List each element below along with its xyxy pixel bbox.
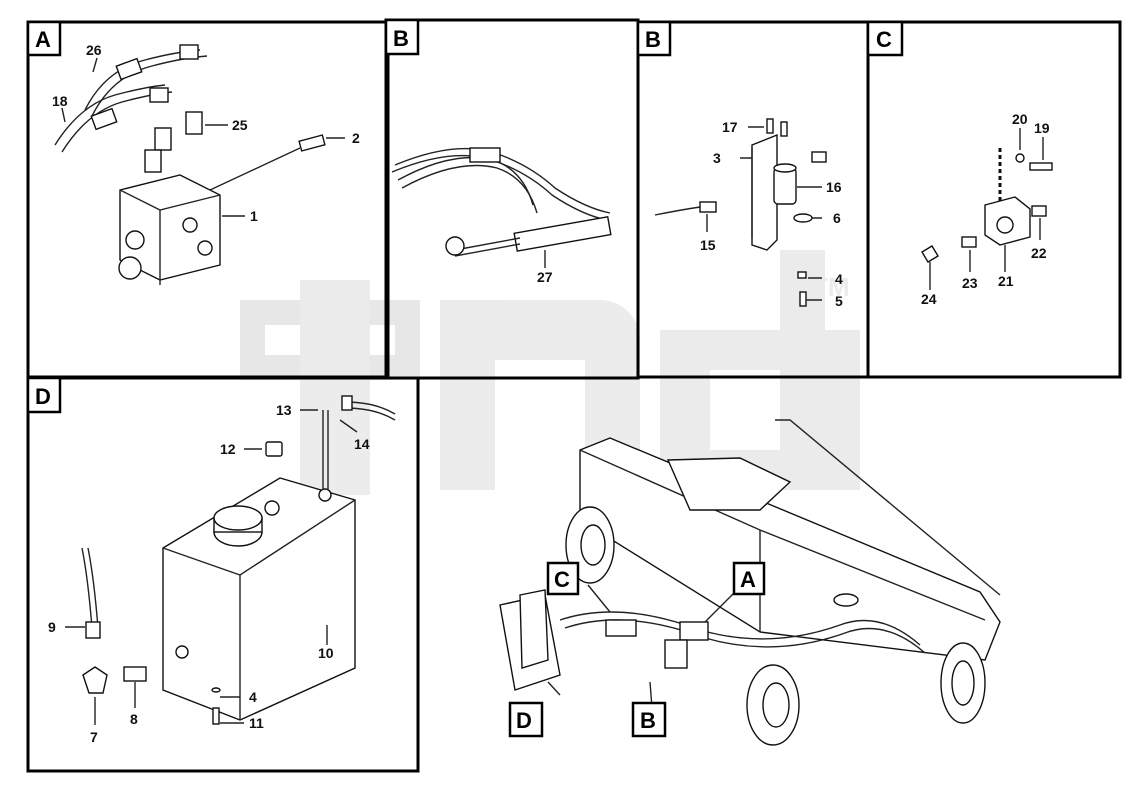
callout-17: 17 bbox=[722, 119, 738, 135]
chassis-overview: C A D B bbox=[499, 419, 1001, 746]
overview-tag-d: D bbox=[516, 708, 532, 733]
callout-10: 10 bbox=[318, 645, 334, 661]
watermark-tm: TM bbox=[812, 272, 850, 302]
callout-4-d: 4 bbox=[249, 689, 257, 705]
callout-13: 13 bbox=[276, 402, 292, 418]
callout-3: 3 bbox=[713, 150, 721, 166]
callout-27: 27 bbox=[537, 269, 553, 285]
callout-21: 21 bbox=[998, 273, 1014, 289]
watermark-logo: TM bbox=[240, 250, 860, 495]
callout-9: 9 bbox=[48, 619, 56, 635]
panel-c-tag: C bbox=[876, 27, 892, 52]
callout-25: 25 bbox=[232, 117, 248, 133]
callout-26: 26 bbox=[86, 42, 102, 58]
callout-15: 15 bbox=[700, 237, 716, 253]
panel-a-tag: A bbox=[35, 27, 51, 52]
callout-12: 12 bbox=[220, 441, 236, 457]
panel-d: D bbox=[26, 376, 420, 773]
callout-11: 11 bbox=[249, 715, 264, 731]
panel-b1-tag: B bbox=[393, 26, 409, 51]
panel-b2-tag: B bbox=[645, 27, 661, 52]
panel-b-filter: B bbox=[636, 20, 870, 379]
callout-4-b: 4 bbox=[835, 271, 843, 287]
callout-18: 18 bbox=[52, 93, 68, 109]
panel-a: A bbox=[26, 20, 390, 379]
overview-tag-b: B bbox=[640, 708, 656, 733]
callout-6: 6 bbox=[833, 210, 841, 226]
callout-8: 8 bbox=[130, 711, 138, 727]
callout-24: 24 bbox=[921, 291, 937, 307]
callout-1: 1 bbox=[250, 208, 258, 224]
overview-tag-c: C bbox=[554, 567, 570, 592]
callout-7: 7 bbox=[90, 729, 98, 745]
callout-20: 20 bbox=[1012, 111, 1028, 127]
overview-tag-a: A bbox=[740, 567, 756, 592]
callout-16: 16 bbox=[826, 179, 842, 195]
panel-d-tag: D bbox=[35, 384, 51, 409]
callout-5: 5 bbox=[835, 293, 843, 309]
callout-14: 14 bbox=[354, 436, 370, 452]
callout-2: 2 bbox=[352, 130, 360, 146]
callout-23: 23 bbox=[962, 275, 978, 291]
panel-c: C bbox=[866, 20, 1122, 379]
callout-19: 19 bbox=[1034, 120, 1050, 136]
callout-22: 22 bbox=[1031, 245, 1047, 261]
